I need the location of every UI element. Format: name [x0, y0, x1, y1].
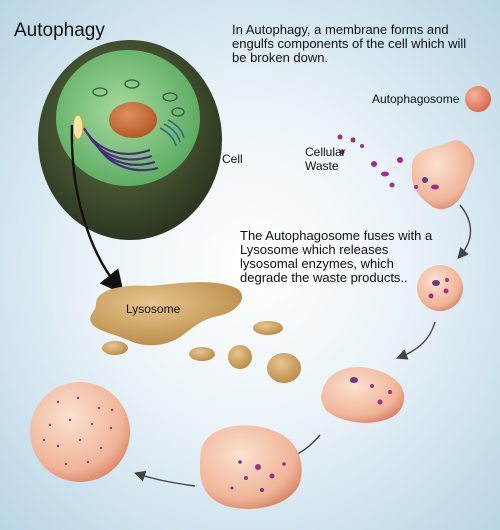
lysosome-vesicle [102, 341, 128, 355]
cellular-waste-label: Cellular Waste [305, 145, 346, 173]
diagram-title: Autophagy [14, 20, 105, 41]
cell-label: Cell [222, 152, 243, 166]
cell [38, 40, 222, 240]
lysosome-vesicle [189, 347, 215, 361]
lysosome-vesicle [253, 321, 283, 335]
sealed-autophagosome [417, 265, 463, 311]
endoplasmic-reticulum [83, 127, 159, 172]
lysosome-vesicle [228, 345, 252, 369]
lysosome-label: Lysosome [126, 302, 181, 316]
intro-text: In Autophagy, a membrane forms and engul… [232, 22, 467, 65]
cellular-waste [337, 134, 403, 188]
fusing-vesicle [321, 367, 405, 423]
autophagosome-label: Autophagosome [372, 92, 460, 106]
organelle [72, 114, 84, 140]
degraded-vesicle [30, 382, 130, 482]
forming-membrane [411, 140, 475, 210]
fusion-text: The Autophagosome fuses with a Lysosome … [240, 228, 433, 285]
lysosome-vesicle [267, 353, 301, 383]
nucleus [109, 102, 157, 138]
autophagosome-sphere [465, 86, 491, 112]
lysosome [90, 282, 243, 346]
degrading-vesicle [200, 425, 302, 509]
cell-to-lysosome-arrow [70, 124, 125, 295]
golgi [159, 119, 185, 147]
